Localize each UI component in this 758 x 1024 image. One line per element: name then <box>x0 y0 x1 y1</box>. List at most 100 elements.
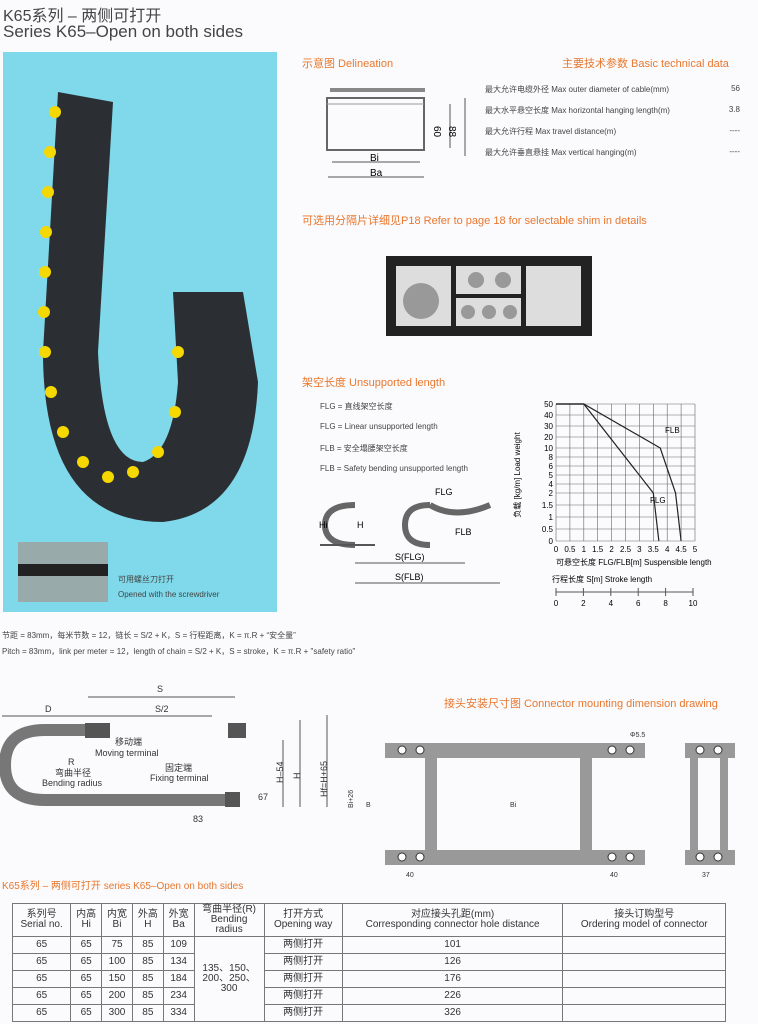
tech-heading: 主要技术参数 Basic technical data <box>562 58 729 70</box>
x-tick-label: 2.5 <box>620 545 632 554</box>
table-cell: 65 <box>11 987 72 1005</box>
definition: FLB = 安全塌腰架空长度 <box>320 444 408 453</box>
label-h: H <box>357 520 364 530</box>
table-cell: 334 <box>162 1004 195 1022</box>
header-en: Bi <box>112 919 122 930</box>
table-cell: 两侧打开 <box>263 1004 343 1022</box>
x-tick-label: 0.5 <box>564 545 576 554</box>
formula-cn: 节距 = 83mm，每米节数 = 12，链长 = S/2 + K，S = 行程距… <box>2 631 296 640</box>
label-sflg: S(FLG) <box>395 552 425 562</box>
bend-en: Bending radius <box>42 778 103 788</box>
chain-dot <box>127 466 139 478</box>
dim-40a: 40 <box>406 872 414 879</box>
series-line-flg <box>556 403 660 542</box>
tech-label: 最大允许垂直悬挂 Max vertical hanging(m) <box>485 148 637 157</box>
tech-value: 3.8 <box>728 105 740 114</box>
x-tick-label: 4.5 <box>676 545 688 554</box>
fix-en: Fixing terminal <box>150 773 209 783</box>
dim-bi: Bi <box>370 153 379 164</box>
x2-tick-label: 10 <box>689 599 698 608</box>
chain-dot <box>152 446 164 458</box>
dim-60: 60 <box>431 126 442 138</box>
drag-chain-image <box>18 92 258 602</box>
tech-label: 最大允许电缆外径 Max outer diameter of cable(mm) <box>485 85 670 94</box>
connector-heading: 接头安装尺寸图 Connector mounting dimension dra… <box>444 698 718 710</box>
y-tick-label: 50 <box>544 400 553 409</box>
header-cn: 外高 <box>137 909 158 920</box>
header-en: Corresponding connector hole distance <box>365 919 540 930</box>
header-en: H <box>144 919 152 930</box>
tech-row: 最大允许电缆外径 Max outer diameter of cable(mm)… <box>485 84 740 95</box>
table-cell: 65 <box>11 953 72 971</box>
formula-en: Pitch = 83mm，link per meter = 12，length … <box>2 647 356 656</box>
label-flg: FLG <box>435 487 453 497</box>
table-cell <box>562 1004 726 1022</box>
table-cell: 85 <box>131 953 164 971</box>
x-tick-label: 4 <box>665 545 670 554</box>
r-label: R <box>68 757 75 767</box>
chain-dot <box>38 306 50 318</box>
tech-row: 最大水平悬空长度 Max horizontal hanging length(m… <box>485 105 740 116</box>
table-heading: K65系列 – 两侧可打开 series K65–Open on both si… <box>2 881 244 892</box>
chain-dot <box>42 186 54 198</box>
table-cell: 两侧打开 <box>263 936 343 954</box>
table-cell: 65 <box>70 987 103 1005</box>
chain-dot <box>39 346 51 358</box>
table-cell: 65 <box>70 970 103 988</box>
table-cell: 两侧打开 <box>263 987 343 1005</box>
side-view-drawing: S S/2 D 移动端 Moving terminal R 弯曲半径 Bendi… <box>0 684 329 824</box>
chain-dot <box>49 106 61 118</box>
x2-tick-label: 2 <box>581 599 586 608</box>
y-tick-label: 8 <box>549 453 554 462</box>
header-en: Ordering model of connector <box>580 919 708 930</box>
header-cn: 内宽 <box>107 909 127 920</box>
fix-cn: 固定端 <box>165 762 192 773</box>
dim-h54: H–54 <box>275 761 285 783</box>
table-cell: 234 <box>162 987 195 1005</box>
table-cell: 85 <box>131 936 164 954</box>
table-cell: 226 <box>341 987 564 1005</box>
dim-b: B <box>366 802 371 809</box>
header-en: Opening way <box>273 919 333 930</box>
table-cell: 85 <box>131 970 164 988</box>
y-tick-label: 5 <box>549 471 554 480</box>
tech-row: 最大允许垂直悬挂 Max vertical hanging(m)---- <box>485 147 740 158</box>
y-tick-label: 0 <box>549 537 554 546</box>
x-tick-label: 0 <box>554 545 559 554</box>
x2-axis-label: 行程长度 S[m] Stroke length <box>552 574 652 584</box>
chain-dot <box>39 266 51 278</box>
unsupported-drawing: Hi H FLG FLB S(FLG) S(FLB) <box>319 487 500 584</box>
table-cell: 150 <box>101 970 133 988</box>
y-tick-label: 0.5 <box>542 525 554 534</box>
table-cell: 109 <box>162 936 195 954</box>
label-hi: Hi <box>319 520 328 530</box>
column-header: 弯曲半径(R)Bending radius <box>193 903 265 937</box>
table-cell <box>562 987 726 1005</box>
dim-h: H <box>292 773 302 780</box>
table-cell: 65 <box>70 953 103 971</box>
dim-hf: Hf=H+65 <box>319 761 329 797</box>
tech-label: 最大允许行程 Max travel distance(m) <box>485 127 617 136</box>
connector-drawing: Φ5.5 Bi+26 B Bi 40 40 37 <box>348 732 735 879</box>
table-cell: 65 <box>70 936 103 954</box>
y-tick-label: 20 <box>544 433 553 442</box>
chain-dot <box>169 406 181 418</box>
y-tick-label: 30 <box>544 422 553 431</box>
y-tick-label: 4 <box>549 480 554 489</box>
label-sflb: S(FLB) <box>395 572 424 582</box>
x2-tick-label: 0 <box>554 599 559 608</box>
table-cell: 200 <box>101 987 133 1005</box>
definition: FLG = 直线架空长度 <box>320 402 393 411</box>
label-flb: FLB <box>455 527 472 537</box>
y-axis-label: 负载 [kg/m] Load weight <box>512 432 522 518</box>
dim-phi: Φ5.5 <box>630 732 645 739</box>
unsupported-heading: 架空长度 Unsupported length <box>302 377 446 389</box>
dim-83: 83 <box>193 814 203 824</box>
header-cn: 对应接头孔距(mm) <box>410 909 495 920</box>
table-cell: 65 <box>11 970 72 988</box>
